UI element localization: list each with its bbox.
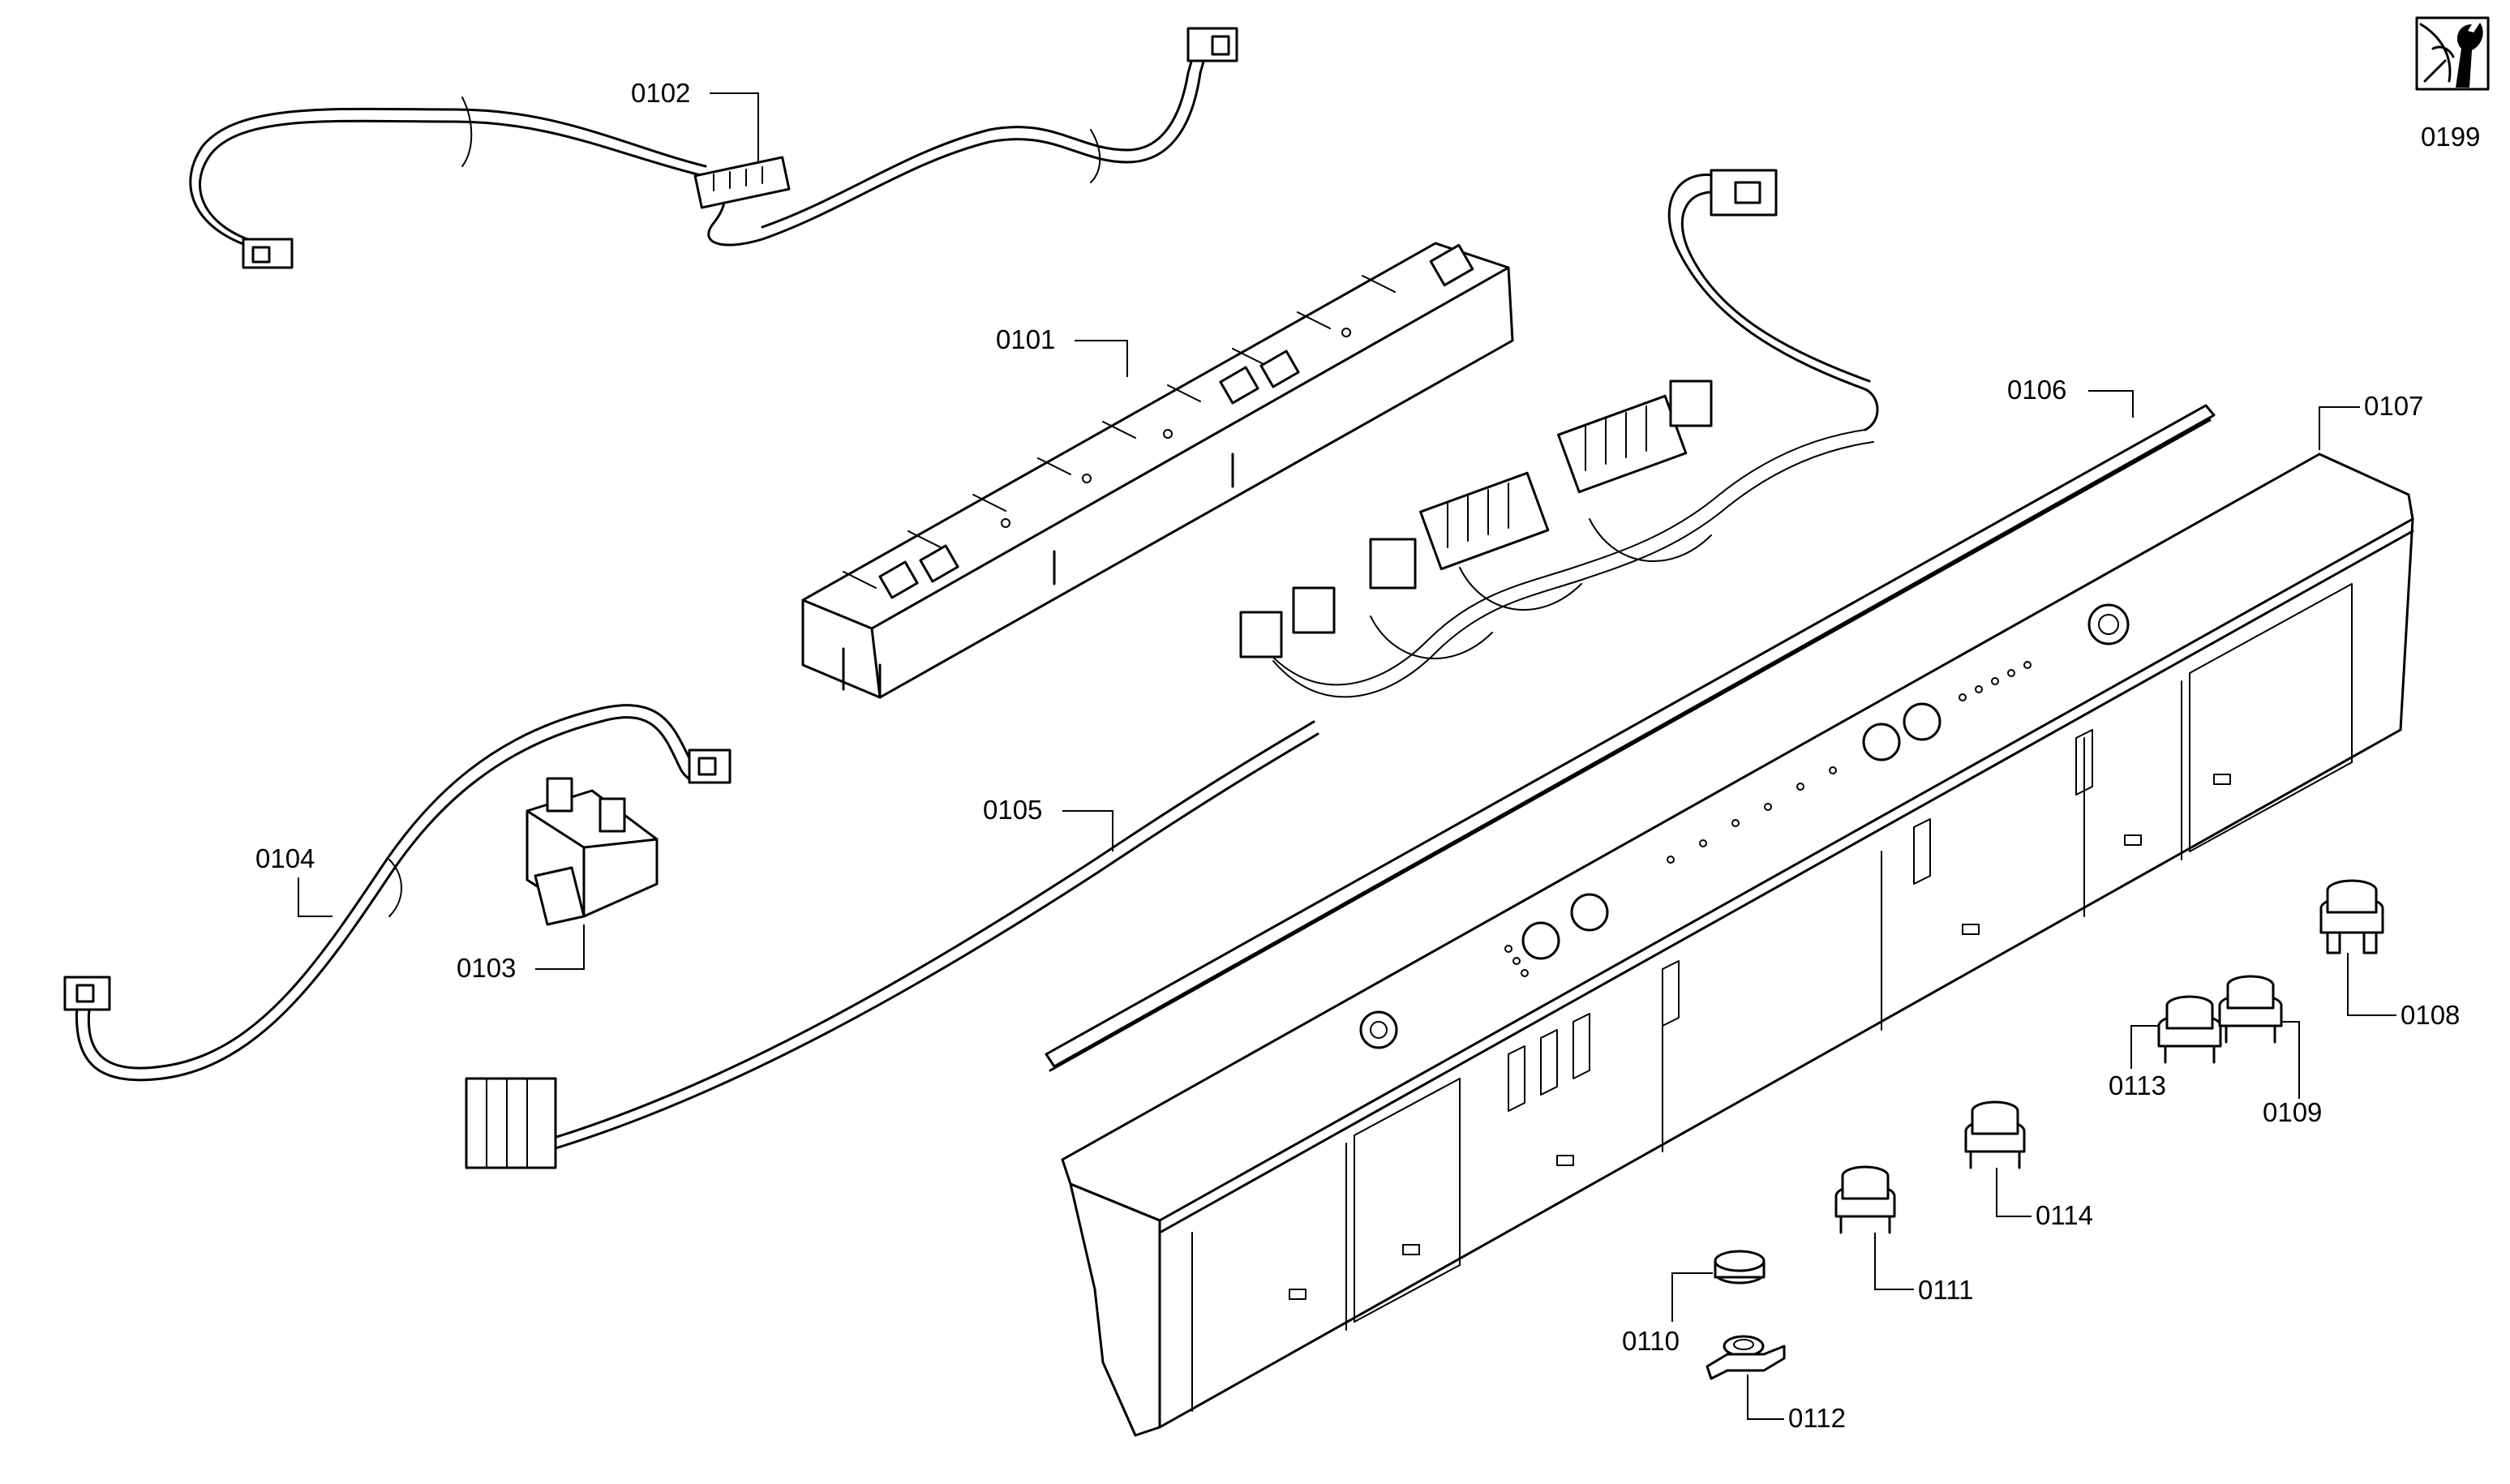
callout-0199: 0199: [2421, 122, 2480, 152]
callout-0108: 0108: [2347, 953, 2460, 1030]
callout-0113: 0113: [2109, 1025, 2166, 1100]
part-label-0103: 0103: [457, 953, 516, 983]
push-button-0113[interactable]: [2157, 995, 2222, 1064]
callout-0105: 0105: [983, 795, 1113, 851]
part-label-0102: 0102: [631, 78, 690, 108]
sealing-strip-0106[interactable]: [1045, 404, 2216, 1072]
wire-harness-0104[interactable]: [63, 704, 732, 1082]
button-cap-0110[interactable]: [1714, 1250, 1766, 1285]
push-button-0114[interactable]: [1964, 1100, 2026, 1169]
push-button-0108[interactable]: [2319, 879, 2384, 954]
callout-0111: 0111: [1874, 1233, 1974, 1305]
callout-0107: 0107: [2319, 391, 2423, 450]
part-label-0110: 0110: [1622, 1326, 1680, 1356]
callout-0101: 0101: [996, 324, 1128, 377]
control-module-0101[interactable]: [801, 242, 1514, 699]
part-label-0109: 0109: [2263, 1097, 2322, 1127]
callout-0112: 0112: [1747, 1375, 1846, 1433]
part-label-0113: 0113: [2109, 1070, 2166, 1100]
part-label-0105: 0105: [983, 795, 1042, 825]
push-button-0109[interactable]: [2218, 975, 2283, 1044]
control-panel-0107[interactable]: [1061, 452, 2414, 1437]
part-label-0114: 0114: [2036, 1200, 2093, 1230]
part-label-0108: 0108: [2401, 1000, 2460, 1030]
button-clip-0112[interactable]: [1706, 1335, 1786, 1380]
part-label-0112: 0112: [1788, 1403, 1846, 1433]
part-label-0107: 0107: [2364, 391, 2423, 421]
callout-0114: 0114: [1996, 1168, 2093, 1230]
wrench-service-icon: [2415, 16, 2490, 91]
callout-0110: 0110: [1622, 1272, 1713, 1356]
door-switch-0103[interactable]: [526, 777, 659, 926]
part-label-0101: 0101: [996, 324, 1055, 354]
part-label-0104: 0104: [255, 843, 315, 873]
wire-harness-0105[interactable]: [465, 169, 1879, 1169]
callout-0106: 0106: [2007, 375, 2134, 418]
callout-0102: 0102: [631, 78, 759, 162]
callout-0109: 0109: [2263, 1021, 2322, 1127]
part-label-0111: 0111: [1918, 1275, 1974, 1305]
part-label-0106: 0106: [2007, 375, 2066, 405]
part-label-0199: 0199: [2421, 122, 2480, 152]
push-button-0111[interactable]: [1834, 1165, 1896, 1234]
callout-0104: 0104: [255, 843, 333, 917]
callout-0103: 0103: [457, 924, 585, 983]
wire-harness-0102[interactable]: [189, 27, 1238, 269]
